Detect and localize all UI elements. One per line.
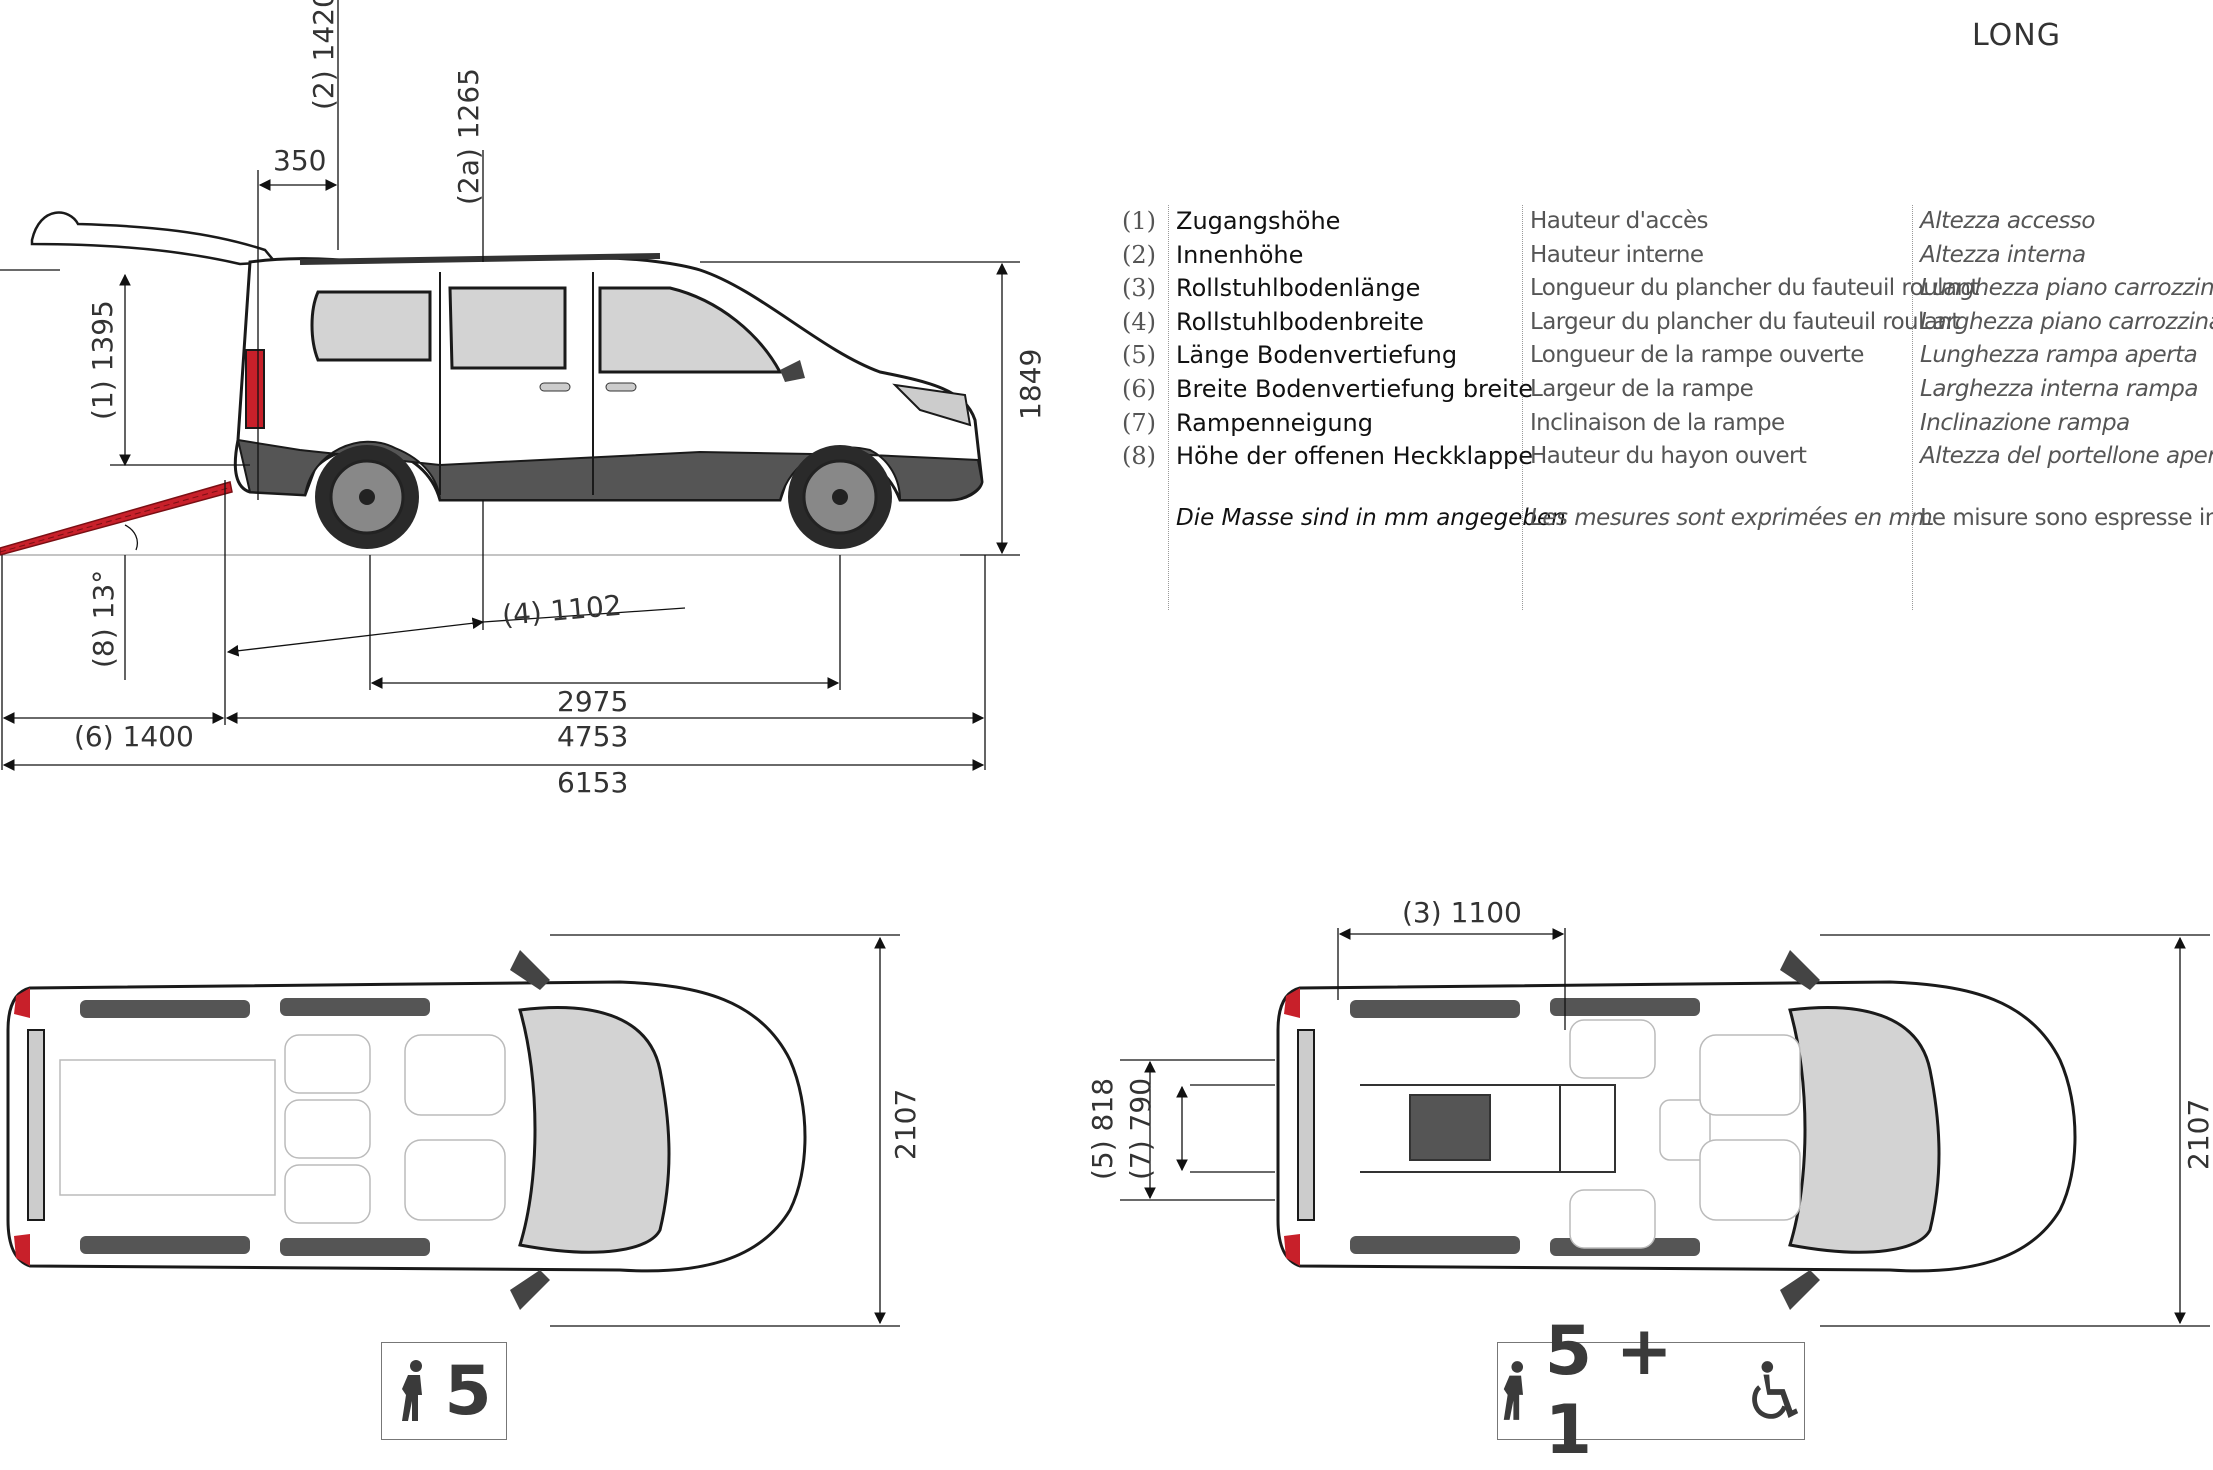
- van-top-body-2: [1276, 950, 2077, 1310]
- note-italian: Le misure sono espresse in mm: [1920, 505, 2213, 531]
- dim-2107-right: 2107: [2182, 1099, 2213, 1170]
- page-title: LONG: [1972, 18, 2061, 53]
- front-wheel: [788, 445, 892, 549]
- dim-1400: (6) 1400: [74, 720, 194, 753]
- dim-13: (8) 13°: [87, 570, 120, 668]
- dim-1849: 1849: [1014, 349, 1047, 420]
- dim-1100: (3) 1100: [1402, 896, 1522, 929]
- dim-1265: (2a) 1265: [452, 68, 485, 205]
- badge-5-label: 5: [444, 1351, 492, 1431]
- dim-818: (5) 818: [1086, 1078, 1119, 1180]
- wheelchair-icon: [1752, 1361, 1799, 1419]
- person-icon: [402, 1360, 423, 1421]
- van-side-body: [233, 253, 984, 502]
- dim-790: (7) 790: [1124, 1078, 1157, 1180]
- legend-italian: Altezza accesso Altezza interna Lunghezz…: [1920, 208, 2213, 470]
- dim-4753: 4753: [557, 720, 628, 753]
- badge-5-seats: 5: [381, 1342, 507, 1440]
- open-tailgate: [30, 211, 278, 266]
- dim-2975: 2975: [557, 685, 628, 718]
- dim-1420: (2) 1420: [307, 0, 340, 110]
- note-french: Les mesures sont exprimées en mm: [1530, 505, 1933, 531]
- badge-5-plus-1-label: 5 + 1: [1544, 1312, 1673, 1470]
- top-view-5-seats: 2107: [6, 934, 920, 1327]
- rear-wheel: [315, 445, 419, 549]
- dim-1395: (1) 1395: [86, 300, 119, 420]
- legend-table: (1) (2) (3) (4) (5) (6) (7) (8) Zugangsh…: [1118, 205, 2213, 610]
- dim-1102: (4) 1102: [501, 589, 623, 632]
- top-view-wheelchair: (3) 1100 (5) 818 (7) 790 2107: [1086, 896, 2213, 1327]
- person-icon: [1503, 1361, 1524, 1420]
- ramp: [0, 481, 233, 556]
- side-view-drawing: (2) 1420 (2a) 1265 350 (1) 1395 1849 (8)…: [0, 0, 1047, 799]
- legend-german: Zugangshöhe Innenhöhe Rollstuhlbodenläng…: [1176, 207, 1534, 471]
- wheelchair-shape: [1360, 1084, 1616, 1173]
- legend-numbers: (1) (2) (3) (4) (5) (6) (7) (8): [1122, 207, 1156, 471]
- dim-6153: 6153: [557, 766, 628, 799]
- dim-350: 350: [273, 144, 326, 177]
- van-top-body-1: [6, 950, 807, 1310]
- legend-french: Hauteur d'accès Hauteur interne Longueur…: [1530, 208, 1979, 470]
- badge-5-plus-1: 5 + 1: [1497, 1312, 1805, 1470]
- dim-2107-left: 2107: [889, 1089, 920, 1160]
- note-german: Die Masse sind in mm angegeben: [1176, 505, 1566, 531]
